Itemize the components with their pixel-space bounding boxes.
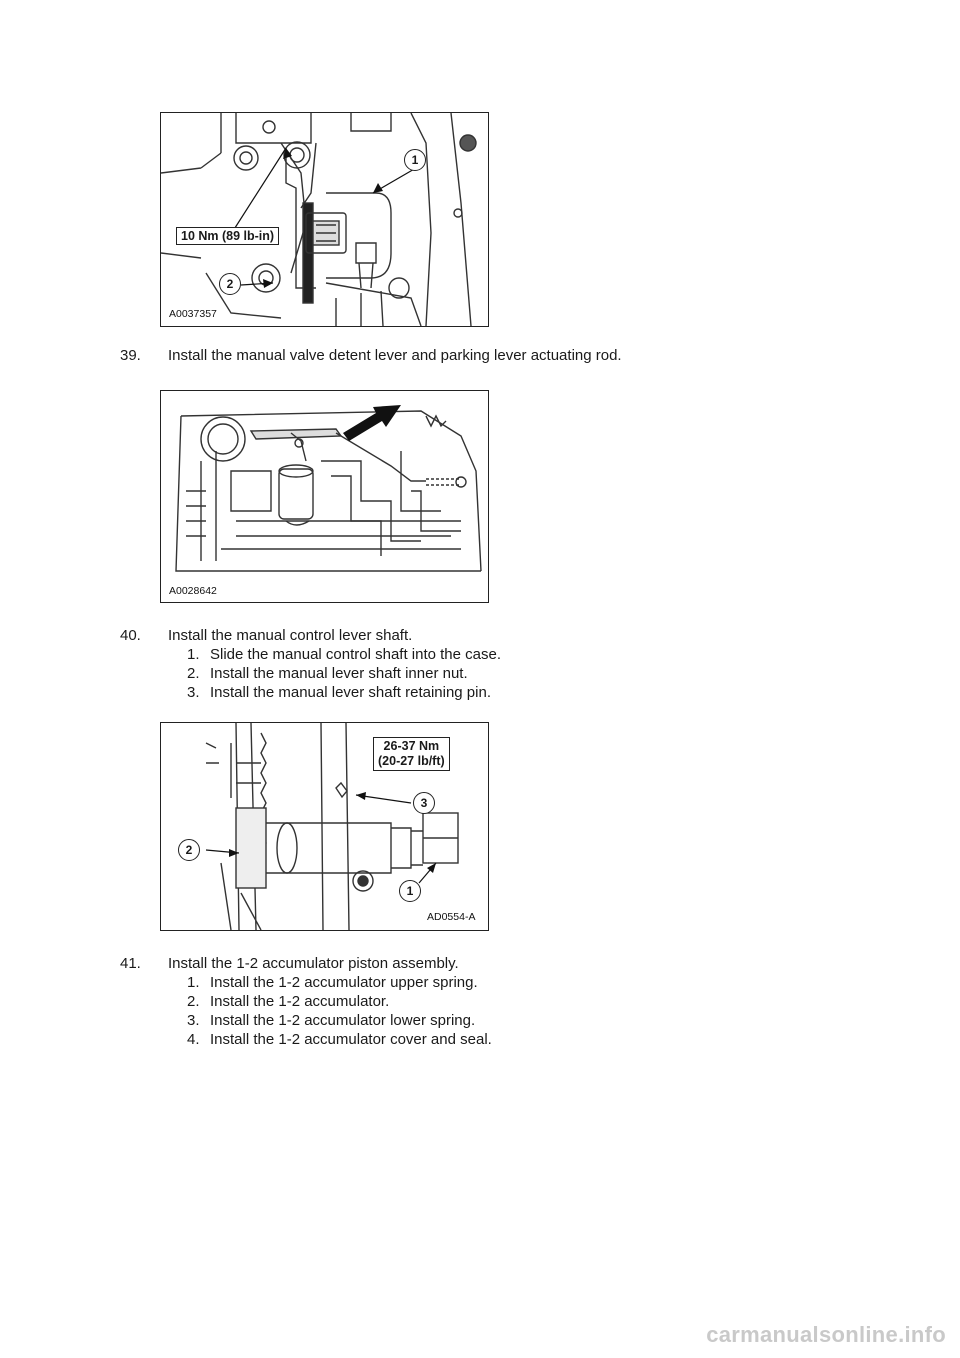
substep-text: Install the manual lever shaft inner nut… — [210, 665, 468, 682]
substep-number: 3. — [187, 1012, 200, 1029]
torque-label: 26-37 Nm (20-27 lb/ft) — [373, 737, 450, 771]
substep-text: Slide the manual control shaft into the … — [210, 646, 502, 663]
substep-number: 2. — [187, 993, 200, 1010]
substep-number: 2. — [187, 665, 200, 682]
torque-label-lbft: (20-27 lb/ft) — [378, 754, 445, 768]
substep-text: Install the 1-2 accumulator lower spring… — [210, 1012, 476, 1029]
step-number: 40. — [120, 627, 141, 644]
watermark: carmanualsonline.info — [706, 1322, 946, 1347]
step-text: Install the manual control lever shaft. — [168, 627, 413, 644]
figure-detent-spring-drawing — [161, 113, 477, 326]
step-text: Install the manual valve detent lever an… — [168, 347, 622, 364]
substep-text: Install the 1-2 accumulator. — [210, 993, 390, 1010]
callout-1: 1 — [404, 149, 426, 171]
figure-code: A0037357 — [169, 308, 217, 320]
substep-text: Install the manual lever shaft retaining… — [210, 684, 491, 701]
step-40: 40. Install the manual control lever sha… — [120, 627, 880, 647]
callout-2: 2 — [178, 839, 200, 861]
substep-number: 1. — [187, 646, 200, 663]
step-39: 39. Install the manual valve detent leve… — [120, 347, 880, 367]
substep-number: 3. — [187, 684, 200, 701]
figure-detent-lever: A0028642 — [160, 390, 489, 603]
figure-control-lever-shaft: 26-37 Nm (20-27 lb/ft) 3 2 1 AD0554-A — [160, 722, 489, 931]
figure-control-lever-shaft-drawing — [205, 723, 459, 930]
step-number: 41. — [120, 955, 141, 972]
figure-detent-spring: 10 Nm (89 lb-in) 1 2 A0037357 — [160, 112, 489, 327]
callout-1: 1 — [399, 880, 421, 902]
substep-number: 1. — [187, 974, 200, 991]
figure-code: A0028642 — [169, 585, 217, 597]
torque-label-nm: 26-37 Nm — [383, 739, 440, 753]
substep-text: Install the 1-2 accumulator cover and se… — [210, 1031, 492, 1048]
substep-number: 4. — [187, 1031, 200, 1048]
substep-text: Install the 1-2 accumulator upper spring… — [210, 974, 478, 991]
callout-2: 2 — [219, 273, 241, 295]
callout-3: 3 — [413, 792, 435, 814]
figure-code: AD0554-A — [427, 911, 476, 923]
step-number: 39. — [120, 347, 141, 364]
step-text: Install the 1-2 accumulator piston assem… — [168, 955, 459, 972]
figure-detent-lever-drawing — [175, 405, 482, 572]
step-41: 41. Install the 1-2 accumulator piston a… — [120, 955, 880, 975]
torque-label: 10 Nm (89 lb-in) — [176, 227, 280, 245]
